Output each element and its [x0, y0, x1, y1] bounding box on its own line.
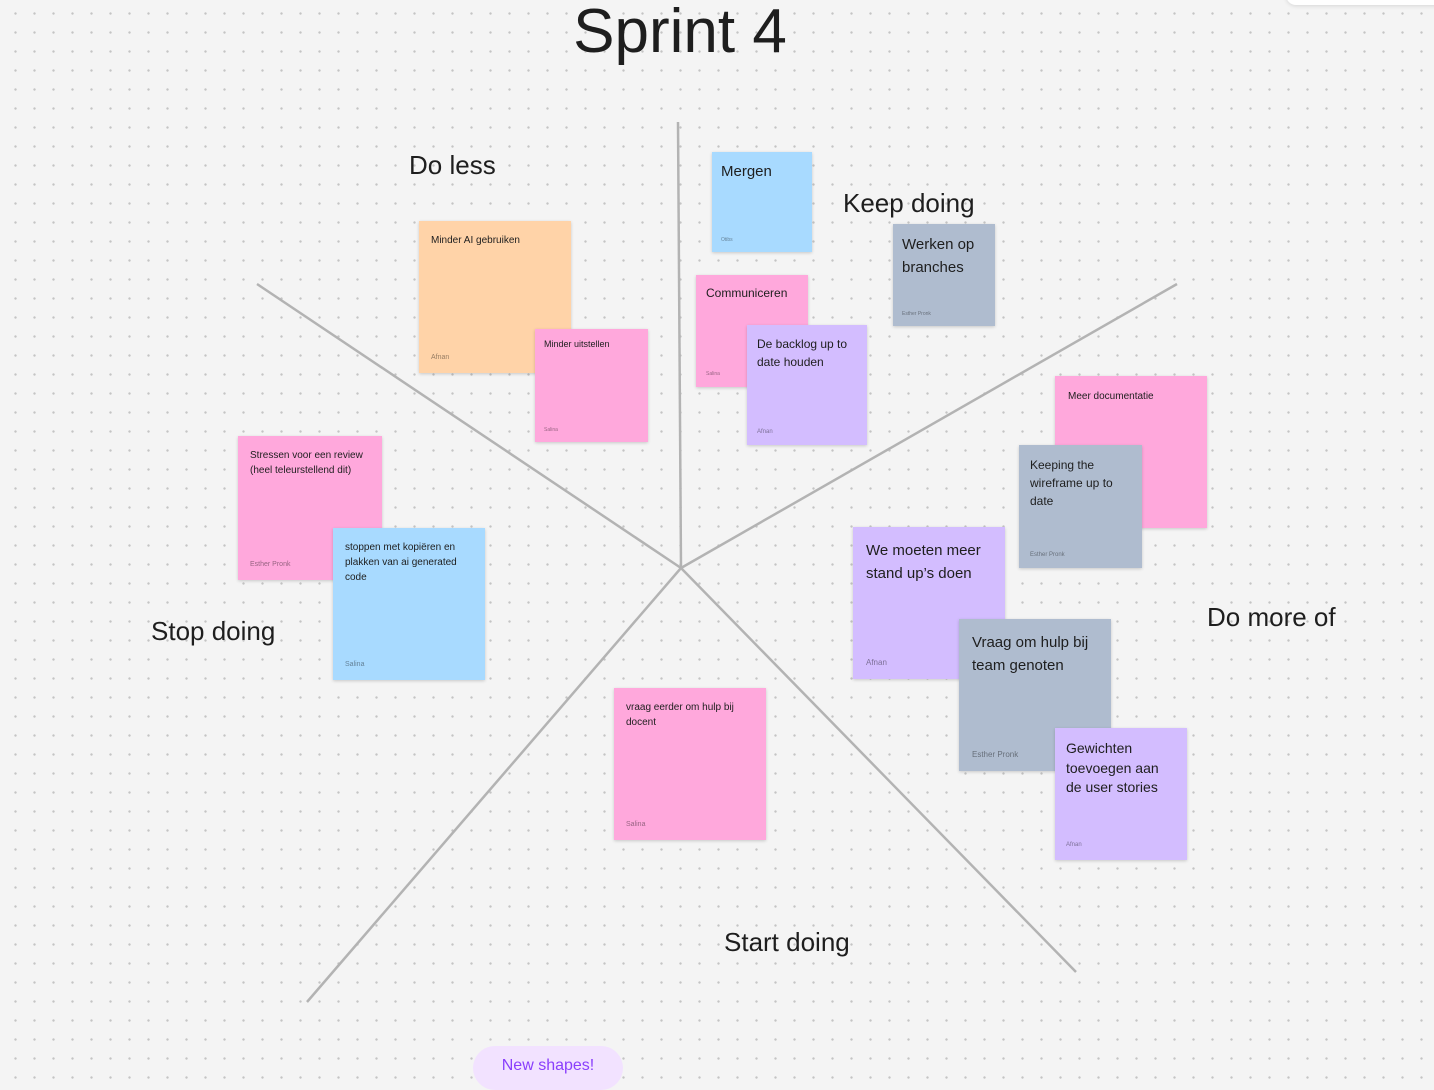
section-label-keep-doing[interactable]: Keep doing — [843, 188, 975, 218]
sticky-note[interactable]: Gewichten toevoegen aan de user stories … — [1055, 728, 1187, 860]
section-label-stop-doing[interactable]: Stop doing — [151, 616, 276, 646]
sticky-note-text: Minder AI gebruiken — [431, 235, 520, 246]
sticky-note[interactable]: Werken op branches Esther Pronk — [893, 224, 995, 326]
sticky-note-text: Gewichten toevoegen aan de user stories — [1066, 740, 1159, 795]
sticky-note-author: Salina — [345, 661, 365, 668]
sticky-note[interactable]: vraag eerder om hulp bij docent Salina — [614, 688, 766, 840]
sticky-note-text: Keeping the wireframe up to date — [1030, 458, 1113, 508]
sticky-note-author: Esther Pronk — [902, 311, 931, 317]
sticky-note-text: Communiceren — [706, 286, 788, 300]
section-label-do-more-of[interactable]: Do more of — [1207, 602, 1336, 632]
section-label-do-less[interactable]: Do less — [409, 150, 496, 180]
sticky-note-text: De backlog up to date houden — [757, 337, 848, 369]
sticky-note-author: Afnan — [866, 658, 887, 667]
top-right-panel[interactable] — [1286, 0, 1434, 5]
sticky-note-author: Afnan — [1066, 842, 1082, 848]
sticky-note-text: We moeten meer stand up’s doen — [866, 542, 981, 582]
sticky-note-author: Esther Pronk — [250, 561, 291, 568]
sticky-note-text: Minder uitstellen — [544, 339, 610, 349]
sticky-note-author: Salina — [544, 427, 558, 433]
sticky-note[interactable]: Keeping the wireframe up to date Esther … — [1019, 445, 1142, 568]
new-shapes-button[interactable]: New shapes! — [473, 1046, 623, 1090]
sticky-note[interactable]: Mergen Otibs — [712, 152, 812, 252]
section-label-start-doing[interactable]: Start doing — [724, 927, 850, 957]
sticky-note-text: vraag eerder om hulp bij docent — [626, 702, 734, 728]
sticky-note-author: Salina — [706, 371, 720, 377]
sticky-note-author: Esther Pronk — [972, 750, 1019, 759]
divider-line-upper-left — [256, 282, 682, 570]
sticky-note-text: Stressen voor een review (heel teleurste… — [250, 450, 363, 476]
board-title[interactable]: Sprint 4 — [573, 0, 787, 66]
sticky-note[interactable]: Minder uitstellen Salina — [535, 329, 648, 442]
sticky-note-text: Mergen — [721, 163, 772, 180]
sticky-note[interactable]: Vraag om hulp bij team genoten Esther Pr… — [959, 619, 1111, 771]
sticky-note-author: Salina — [626, 821, 646, 828]
sticky-note-text: Vraag om hulp bij team genoten — [972, 634, 1089, 674]
divider-line-lower-left — [306, 567, 682, 1003]
sticky-note-text: stoppen met kopiëren en plakken van ai g… — [345, 542, 457, 583]
sticky-note-author: Afnan — [431, 354, 450, 361]
sticky-note[interactable]: De backlog up to date houden Afnan — [747, 325, 867, 445]
divider-line-top — [676, 121, 683, 569]
divider-line-lower-right — [680, 567, 1077, 973]
divider-line-upper-right — [680, 282, 1178, 570]
sticky-note-text: Meer documentatie — [1068, 391, 1154, 402]
sticky-note-text: Werken op branches — [902, 236, 975, 276]
sticky-note-author: Otibs — [721, 237, 733, 243]
sticky-note-author: Esther Pronk — [1030, 552, 1065, 558]
sticky-note-author: Afnan — [757, 429, 773, 435]
sticky-note[interactable]: stoppen met kopiëren en plakken van ai g… — [333, 528, 485, 680]
